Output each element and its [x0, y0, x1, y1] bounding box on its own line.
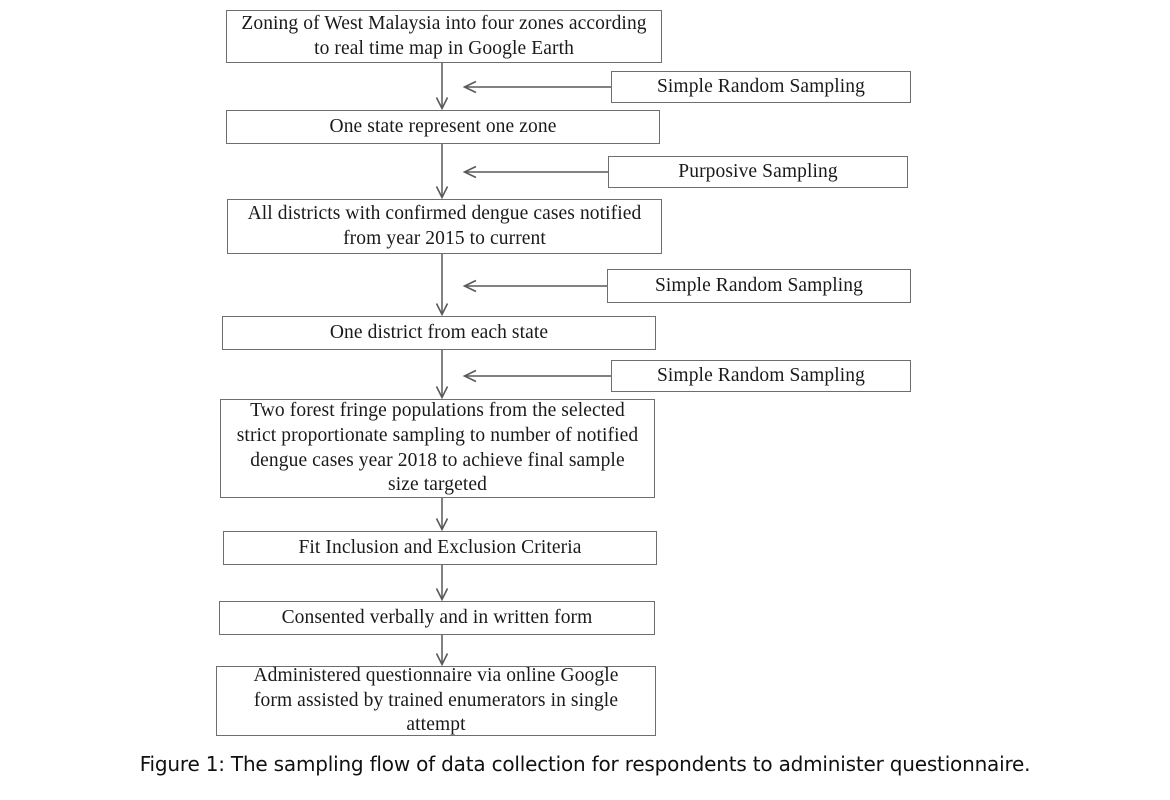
- sampling-method-box-1-label: Simple Random Sampling: [656, 75, 866, 97]
- sampling-method-box-3-label: Simple Random Sampling: [654, 274, 864, 296]
- arrow-left-sampling-method-4: [462, 368, 613, 384]
- flow-node-criteria[interactable]: Fit Inclusion and Exclusion Criteria: [223, 531, 657, 565]
- sampling-method-box-3[interactable]: Simple Random Sampling: [607, 269, 911, 303]
- arrow-down-forest-fringe-to-criteria: [434, 498, 450, 532]
- flow-node-questionnaire[interactable]: Administered questionnaire via online Go…: [216, 664, 656, 736]
- figure-caption: Figure 1: The sampling flow of data coll…: [139, 752, 1031, 776]
- arrow-left-sampling-method-3: [462, 278, 609, 294]
- flow-node-criteria-label: Fit Inclusion and Exclusion Criteria: [298, 536, 582, 558]
- flow-node-one-district[interactable]: One district from each state: [222, 316, 656, 350]
- arrow-down-one-state-to-all-districts: [434, 144, 450, 200]
- sampling-method-box-1[interactable]: Simple Random Sampling: [611, 71, 911, 103]
- arrow-down-zoning-to-one-state: [434, 63, 450, 111]
- sampling-method-box-2[interactable]: Purposive Sampling: [608, 156, 908, 188]
- sampling-method-box-2-label: Purposive Sampling: [678, 160, 838, 182]
- flow-node-consent[interactable]: Consented verbally and in written form: [219, 601, 655, 635]
- flow-node-forest-fringe[interactable]: Two forest fringe populations from the s…: [220, 399, 655, 498]
- flow-node-all-districts-label: All districts with confirmed dengue case…: [247, 202, 642, 249]
- flow-node-all-districts[interactable]: All districts with confirmed dengue case…: [227, 199, 662, 254]
- flow-node-zoning-label: Zoning of West Malaysia into four zones …: [241, 12, 647, 59]
- flow-node-forest-fringe-label: Two forest fringe populations from the s…: [236, 399, 639, 496]
- arrow-down-criteria-to-consent: [434, 565, 450, 602]
- flow-node-questionnaire-label: Administered questionnaire via online Go…: [253, 664, 619, 736]
- flow-node-zoning[interactable]: Zoning of West Malaysia into four zones …: [226, 10, 662, 63]
- arrow-down-all-districts-to-one-district: [434, 254, 450, 317]
- arrow-left-sampling-method-1: [462, 79, 613, 95]
- sampling-method-box-4[interactable]: Simple Random Sampling: [611, 360, 911, 392]
- sampling-method-box-4-label: Simple Random Sampling: [656, 364, 866, 386]
- flow-node-one-district-label: One district from each state: [329, 321, 549, 343]
- flow-node-one-state[interactable]: One state represent one zone: [226, 110, 660, 144]
- arrow-left-sampling-method-2: [462, 164, 610, 180]
- arrow-down-one-district-to-forest-fringe: [434, 350, 450, 400]
- arrow-down-consent-to-questionnaire: [434, 635, 450, 667]
- flow-node-consent-label: Consented verbally and in written form: [281, 606, 593, 628]
- flow-node-one-state-label: One state represent one zone: [329, 115, 557, 137]
